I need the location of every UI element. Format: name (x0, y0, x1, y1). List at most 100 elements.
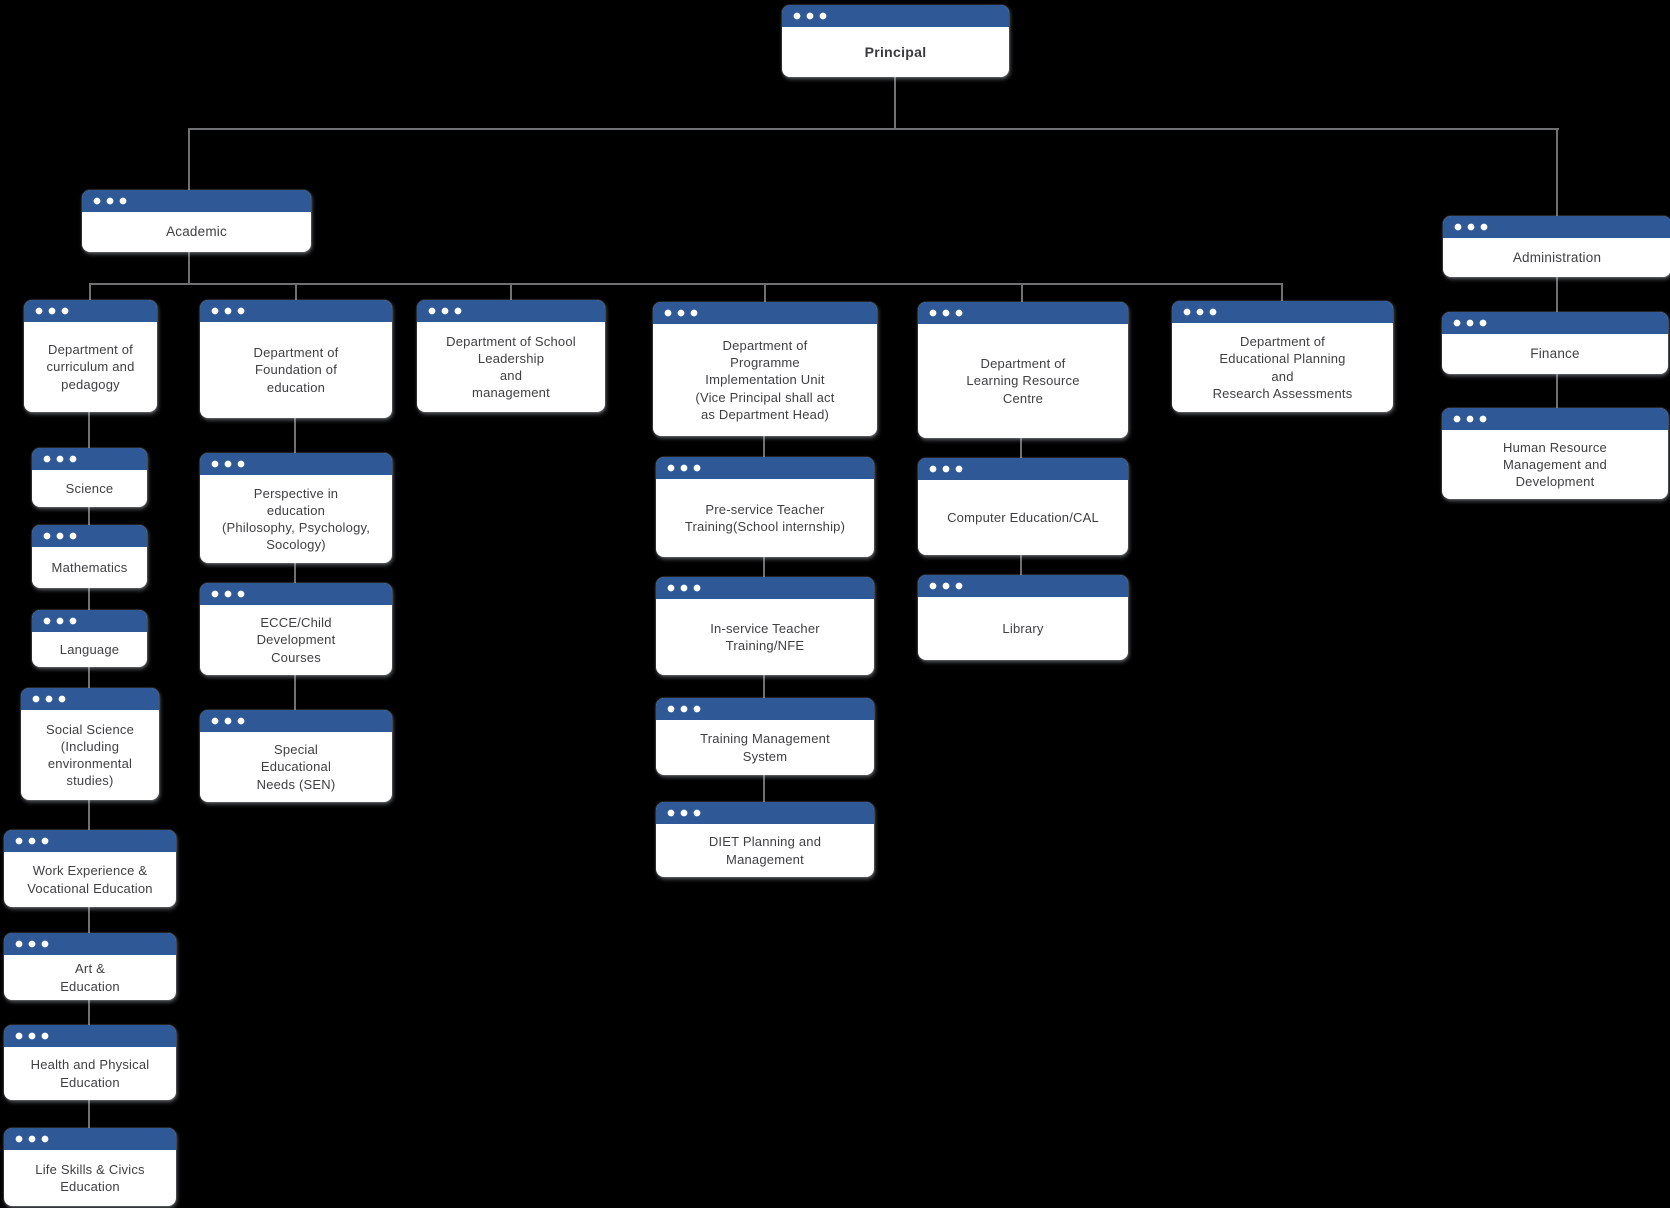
window-titlebar (1443, 216, 1670, 238)
window-titlebar (918, 302, 1128, 324)
window-titlebar (656, 577, 874, 599)
connector-line (1281, 283, 1283, 301)
window-titlebar (200, 453, 392, 475)
window-titlebar (653, 302, 877, 324)
node-label: Social Science (Including environmental … (45, 721, 135, 789)
node-label: Art & Education (60, 961, 120, 994)
node-label: Human Resource Management and Developmen… (1503, 439, 1607, 490)
window-dots-icon (667, 809, 704, 817)
org-node-preservice-training: Pre-service Teacher Training(School inte… (656, 457, 874, 557)
org-node-language: Language (32, 610, 147, 667)
connector-line (89, 283, 1283, 285)
org-node-ecce: ECCE/Child Development Courses (200, 583, 392, 675)
window-titlebar (4, 1128, 176, 1150)
org-node-health-physical-education: Health and Physical Education (4, 1025, 176, 1100)
node-label: In-service Teacher Training/NFE (710, 620, 820, 653)
window-dots-icon (15, 940, 52, 948)
org-node-training-management-system: Training Management System (656, 698, 874, 775)
window-dots-icon (667, 705, 704, 713)
window-titlebar (656, 457, 874, 479)
org-node-social-science: Social Science (Including environmental … (21, 688, 159, 800)
connector-line (1556, 277, 1558, 312)
connector-line (294, 675, 296, 710)
node-label: ECCE/Child Development Courses (256, 615, 336, 665)
connector-line (1020, 438, 1022, 458)
window-titlebar (782, 5, 1009, 27)
connector-line (894, 77, 896, 129)
window-dots-icon (15, 1135, 52, 1143)
window-dots-icon (664, 309, 701, 317)
connector-line (188, 128, 1559, 130)
connector-line (1556, 128, 1558, 216)
window-dots-icon (93, 197, 130, 205)
connector-line (88, 412, 90, 448)
node-label: Library (1002, 620, 1044, 636)
node-label: Department of Learning Resource Centre (966, 356, 1080, 406)
node-label: Science (65, 480, 114, 496)
org-node-dept-curriculum: Department of curriculum and pedagogy (24, 300, 157, 412)
connector-line (88, 1100, 90, 1128)
node-label: Academic (166, 224, 227, 240)
window-titlebar (918, 458, 1128, 480)
window-dots-icon (929, 465, 966, 473)
window-titlebar (32, 610, 147, 632)
org-node-dept-school-leadership: Department of School Leadership and mana… (417, 300, 605, 412)
window-titlebar (200, 710, 392, 732)
connector-line (294, 563, 296, 583)
connector-line (510, 283, 512, 300)
connector-line (88, 588, 90, 610)
window-dots-icon (15, 1032, 52, 1040)
window-dots-icon (1453, 415, 1490, 423)
org-node-mathematics: Mathematics (32, 525, 147, 588)
window-dots-icon (929, 582, 966, 590)
org-node-life-skills: Life Skills & Civics Education (4, 1128, 176, 1206)
window-titlebar (918, 575, 1128, 597)
window-dots-icon (211, 307, 248, 315)
window-titlebar (417, 300, 605, 322)
org-node-work-experience: Work Experience & Vocational Education (4, 830, 176, 907)
window-dots-icon (15, 837, 52, 845)
node-label: Life Skills & Civics Education (35, 1161, 145, 1194)
window-titlebar (4, 830, 176, 852)
window-titlebar (1172, 301, 1393, 323)
node-label: Work Experience & Vocational Education (27, 863, 153, 896)
window-titlebar (4, 933, 176, 955)
window-titlebar (200, 300, 392, 322)
org-node-art-education: Art & Education (4, 933, 176, 1000)
org-node-dept-educational-planning: Department of Educational Planning and R… (1172, 301, 1393, 412)
window-titlebar (4, 1025, 176, 1047)
connector-line (1556, 374, 1558, 408)
connector-line (763, 436, 765, 457)
window-dots-icon (793, 12, 830, 20)
connector-line (763, 675, 765, 698)
org-node-library: Library (918, 575, 1128, 660)
node-label: DIET Planning and Management (708, 834, 822, 867)
node-label: Department of Foundation of education (253, 345, 339, 395)
connector-line (763, 557, 765, 577)
connector-line (88, 667, 90, 688)
org-node-perspective-in-education: Perspective in education (Philosophy, Ps… (200, 453, 392, 563)
org-node-dept-foundation: Department of Foundation of education (200, 300, 392, 418)
org-node-science: Science (32, 448, 147, 507)
window-titlebar (656, 698, 874, 720)
node-label: Training Management System (700, 731, 830, 764)
org-node-academic: Academic (82, 190, 311, 252)
node-label: Language (59, 641, 120, 657)
window-titlebar (32, 448, 147, 470)
node-label: Pre-service Teacher Training(School inte… (684, 501, 846, 534)
window-dots-icon (1183, 308, 1220, 316)
window-titlebar (656, 802, 874, 824)
node-label: Finance (1530, 346, 1580, 362)
window-dots-icon (211, 717, 248, 725)
window-dots-icon (43, 455, 80, 463)
connector-line (1020, 555, 1022, 575)
window-titlebar (82, 190, 311, 212)
connector-line (88, 800, 90, 830)
node-label: Computer Education/CAL (947, 509, 1099, 525)
connector-line (295, 283, 297, 300)
connector-line (1021, 283, 1023, 302)
node-label: Department of School Leadership and mana… (446, 333, 576, 401)
connector-line (188, 252, 190, 284)
org-node-computer-education: Computer Education/CAL (918, 458, 1128, 555)
